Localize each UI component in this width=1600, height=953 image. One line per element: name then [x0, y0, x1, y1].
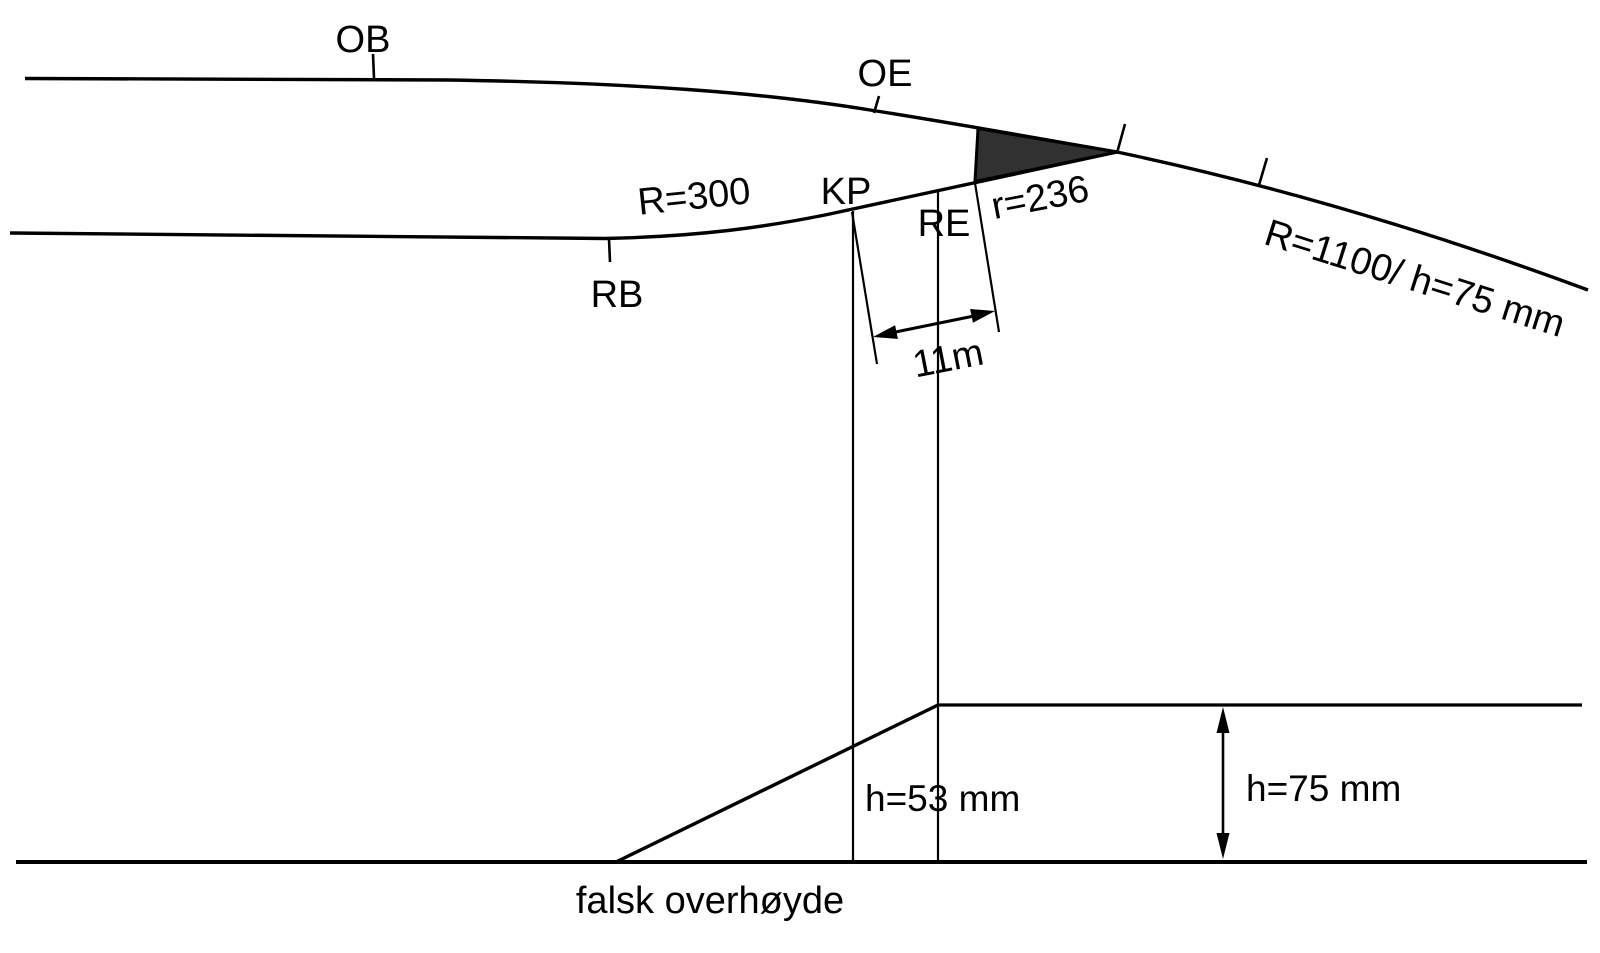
r1100-curve-line: [1116, 150, 1589, 292]
label-oe: OE: [858, 53, 913, 95]
label-h75: h=75 mm: [1246, 768, 1401, 809]
dim-11m-arrow-line: [892, 314, 975, 334]
label-rb: RB: [591, 274, 644, 316]
false-superelevation-ramp-line: [615, 703, 939, 864]
label-re: RE: [918, 203, 971, 245]
label-ob: OB: [336, 19, 391, 61]
dim-extension-line-right: [973, 182, 1001, 333]
rb-tick: [607, 238, 612, 263]
superelevation-wedge-triangle: [973, 126, 1118, 184]
dim-11m-arrowhead-right: [970, 309, 995, 323]
r1100-tick: [1257, 157, 1269, 186]
outer-rail-profile-line: [24, 76, 1118, 154]
label-falsk-overhoyde: falsk overhøyde: [576, 880, 844, 922]
h75-arrowhead-top: [1216, 707, 1230, 733]
label-h53: h=53 mm: [865, 778, 1020, 819]
dim-extension-line-left: [850, 211, 879, 365]
label-dim-11m: 11m: [909, 332, 987, 387]
wedge-apex-tick: [1115, 123, 1127, 154]
h75-arrowhead-bottom: [1216, 833, 1230, 859]
oe-tick: [872, 95, 881, 114]
label-kp: KP: [821, 171, 872, 213]
ob-tick: [371, 53, 376, 79]
dim-11m-arrowhead-left: [873, 325, 898, 339]
label-radius-r300: R=300: [636, 170, 753, 224]
inner-rail-profile-line: [9, 150, 1118, 241]
